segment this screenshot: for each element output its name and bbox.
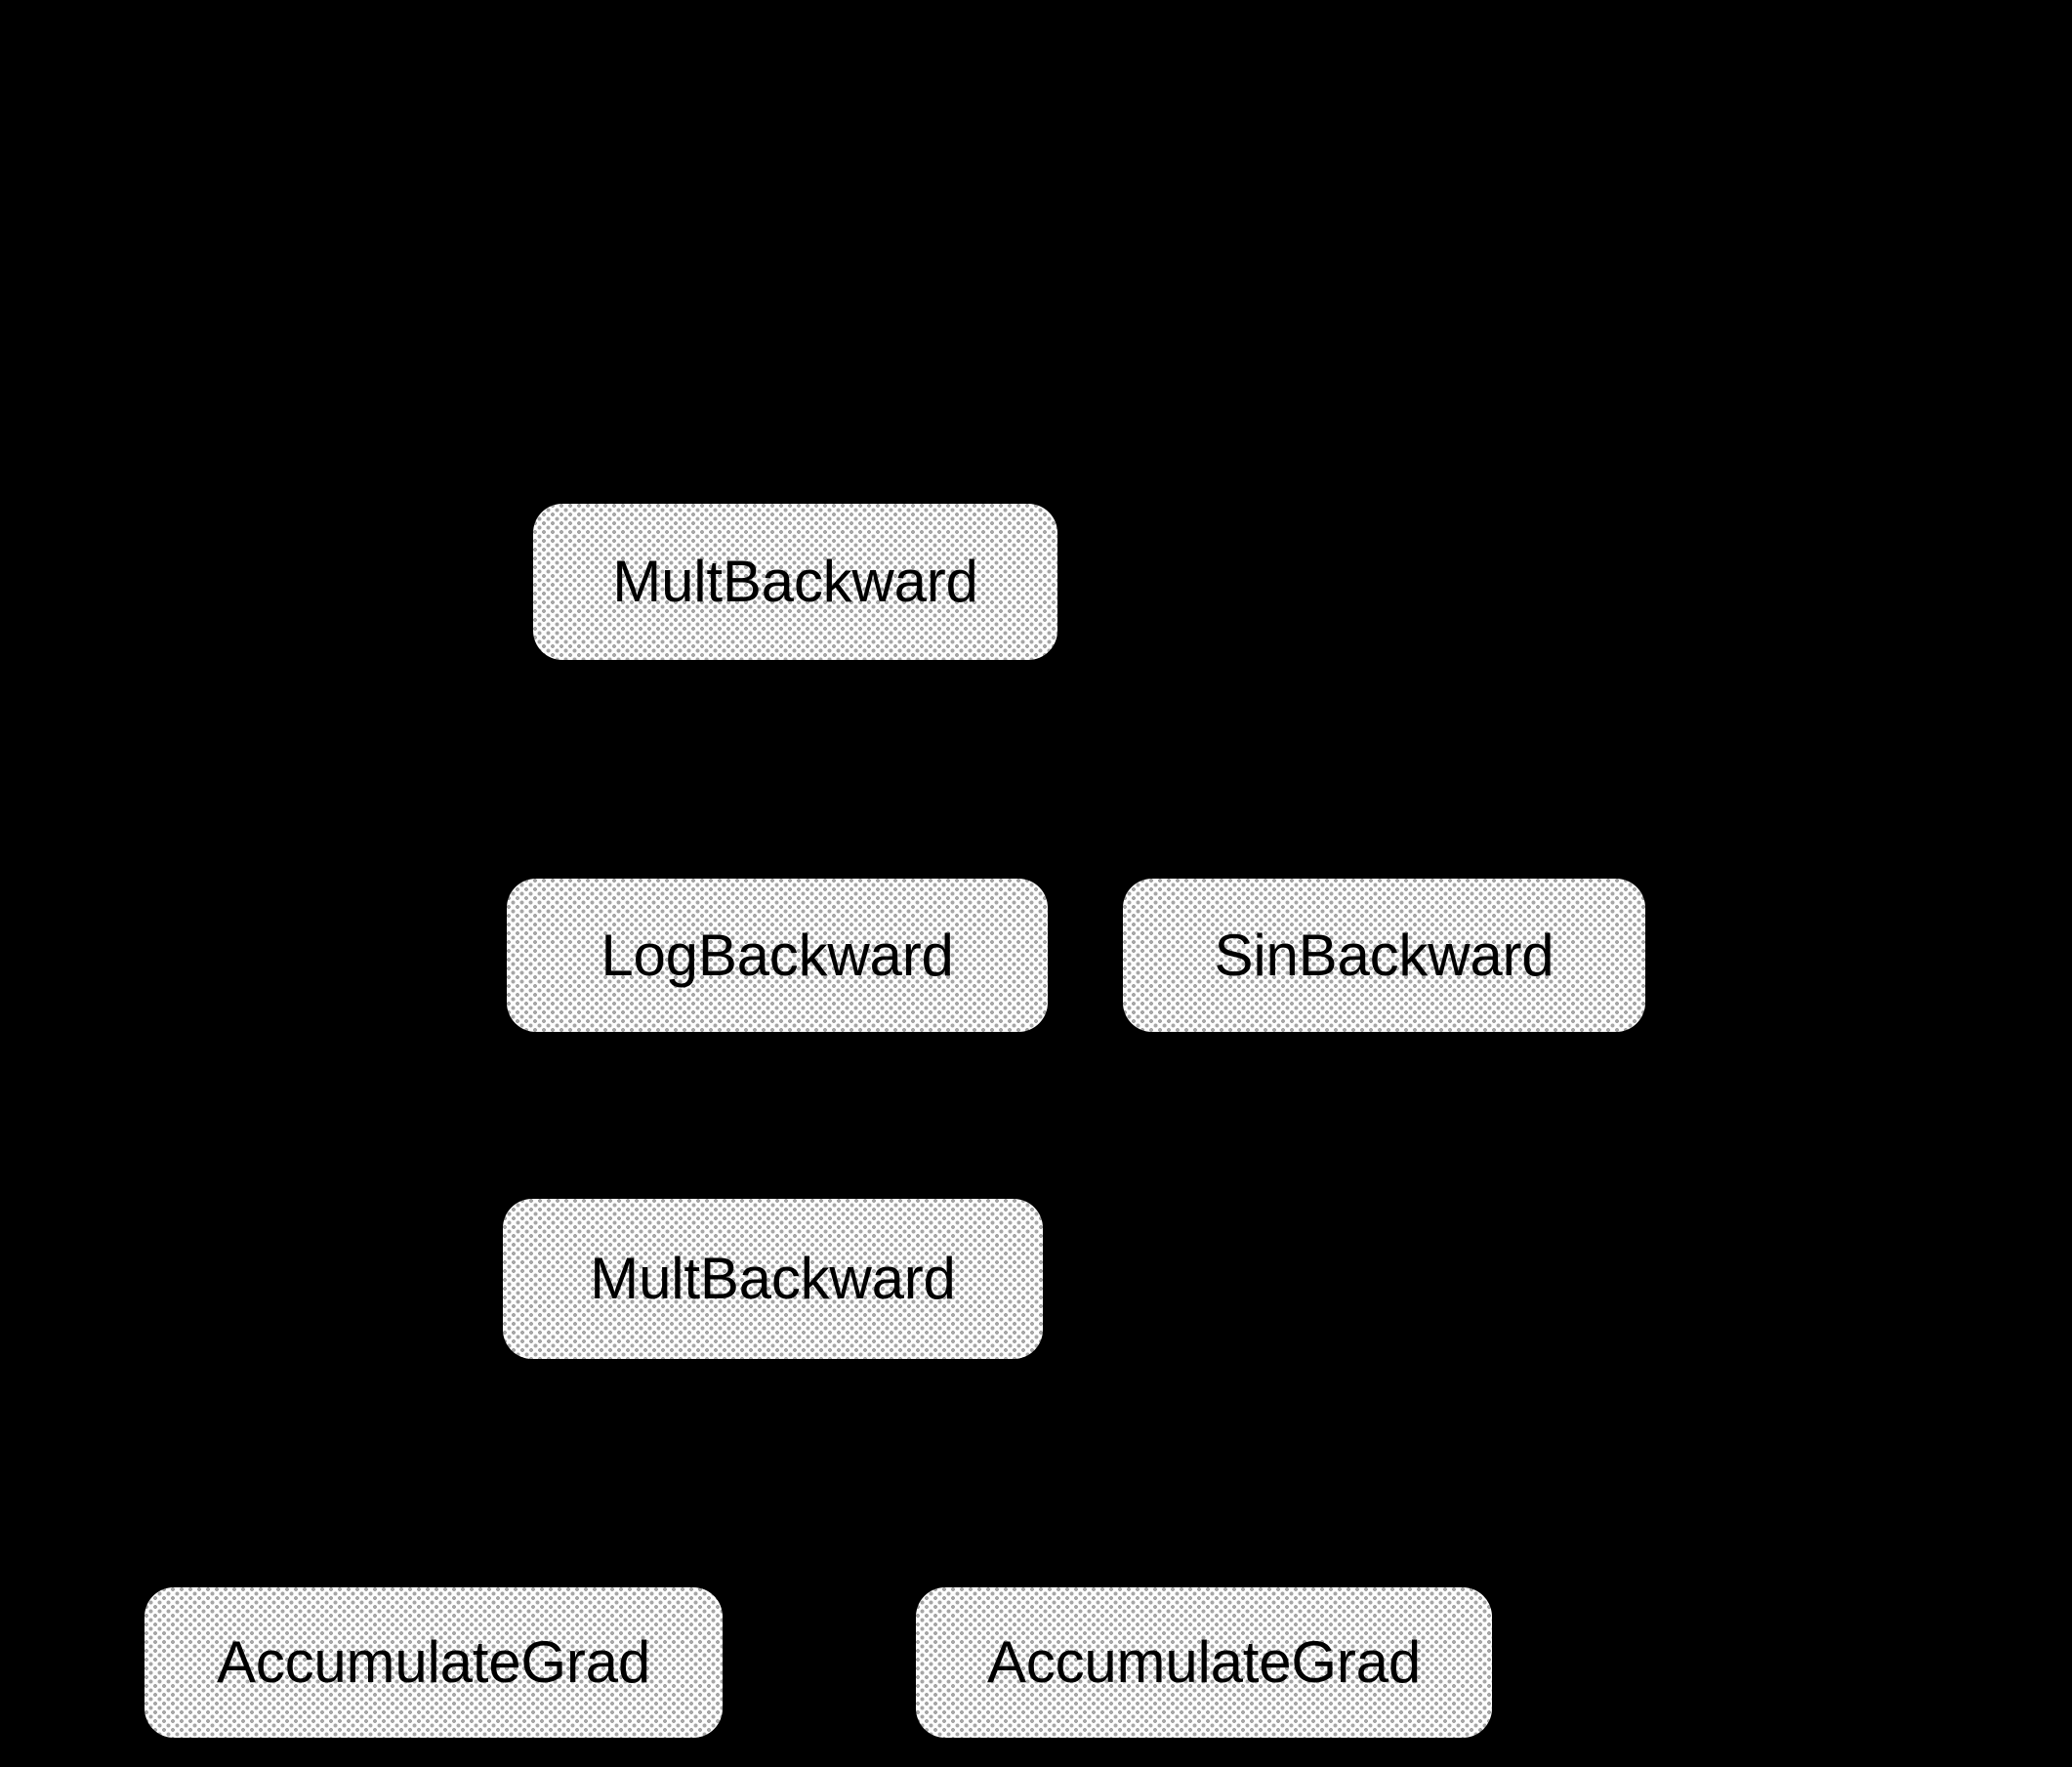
graph-node-label: MultBackward (590, 1246, 956, 1311)
graph-edge-sin-to-mult-top (1383, 660, 1387, 879)
graph-node-accumulate-grad-left[interactable]: AccumulateGrad (145, 1587, 723, 1738)
graph-edge-log-to-mult-top (776, 660, 780, 879)
graph-edge-acc-right-to-mult-mid (1204, 1359, 1208, 1587)
graph-edge-acc-left-to-mult-mid (434, 1359, 437, 1587)
graph-node-label: AccumulateGrad (986, 1629, 1422, 1695)
graph-node-log-backward[interactable]: LogBackward (507, 879, 1048, 1032)
graph-node-label: LogBackward (601, 922, 954, 988)
graph-node-label: AccumulateGrad (216, 1629, 651, 1695)
graph-node-label: MultBackward (612, 549, 978, 614)
graph-edge-mult-mid-to-log (772, 1032, 776, 1199)
graph-node-accumulate-grad-right[interactable]: AccumulateGrad (916, 1587, 1492, 1738)
graph-node-mult-backward-top[interactable]: MultBackward (533, 504, 1057, 660)
graph-node-sin-backward[interactable]: SinBackward (1123, 879, 1645, 1032)
graph-node-mult-backward-mid[interactable]: MultBackward (503, 1199, 1043, 1359)
graph-node-label: SinBackward (1214, 922, 1554, 988)
